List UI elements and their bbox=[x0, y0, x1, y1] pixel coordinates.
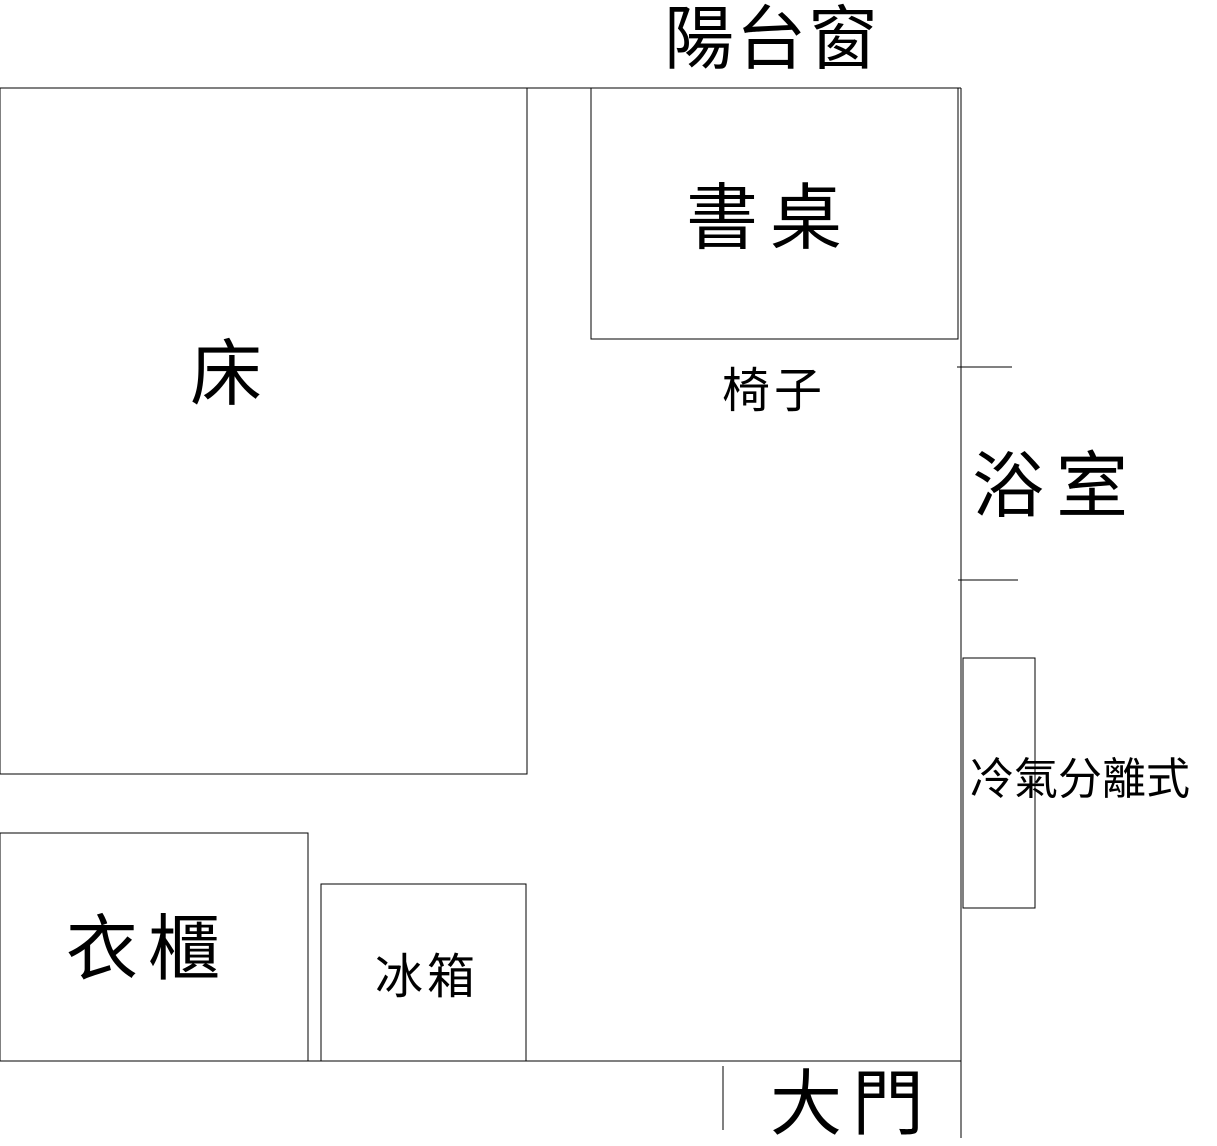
air-conditioner-outline bbox=[962, 657, 1036, 909]
desk-outline bbox=[590, 87, 959, 340]
air-conditioner-label: 冷氣分離式 bbox=[970, 754, 1190, 805]
refrigerator-label: 冰箱 bbox=[375, 949, 480, 1005]
wardrobe-label: 衣櫃 bbox=[66, 907, 231, 991]
refrigerator-outline bbox=[320, 883, 527, 1062]
bed-label: 床 bbox=[190, 332, 263, 416]
wardrobe-outline bbox=[0, 832, 309, 1062]
bathroom-label: 浴室 bbox=[972, 444, 1141, 528]
bed-outline bbox=[0, 87, 528, 775]
main-door-label: 大門 bbox=[770, 1062, 935, 1146]
desk-label: 書桌 bbox=[686, 176, 855, 260]
balcony-window-label: 陽台窗 bbox=[664, 0, 880, 80]
chair-label: 椅子 bbox=[722, 363, 827, 419]
